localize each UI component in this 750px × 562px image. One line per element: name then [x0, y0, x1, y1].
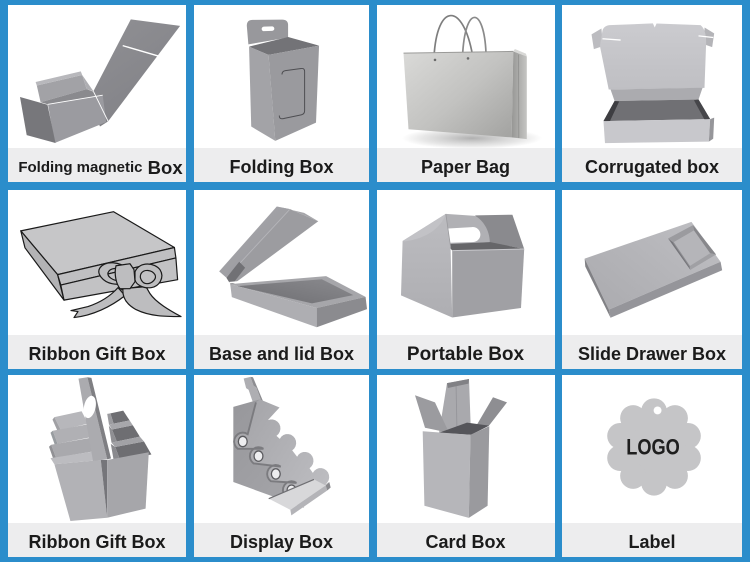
svg-text:LOGO: LOGO [626, 435, 680, 460]
